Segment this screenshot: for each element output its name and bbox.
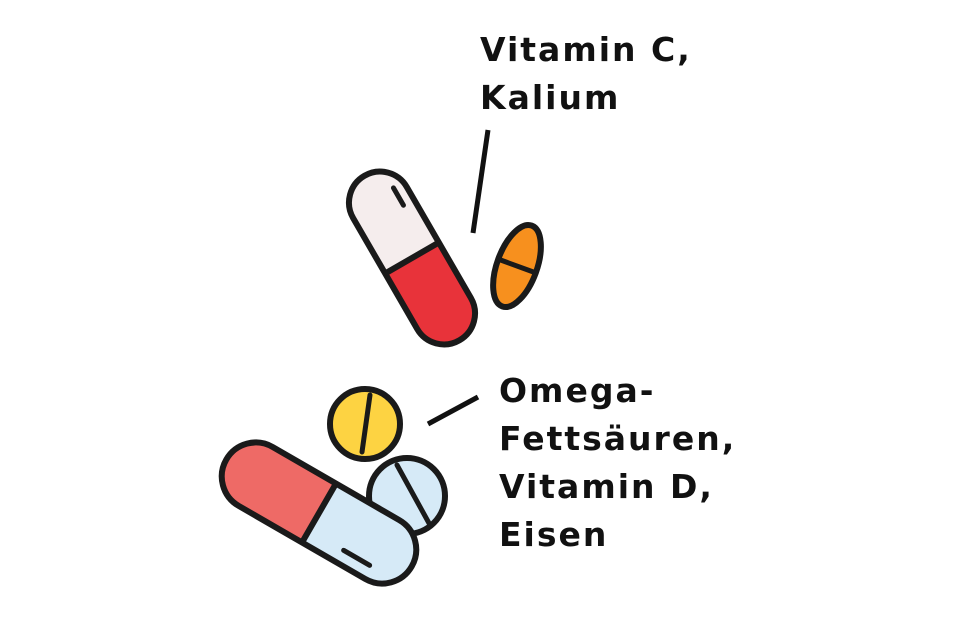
- blue-red-capsule-icon: [218, 439, 420, 587]
- label-line: Kalium: [480, 78, 621, 117]
- label-omega-vitamin-d-eisen: Omega- Fettsäuren, Vitamin D, Eisen: [499, 367, 736, 559]
- red-white-capsule-icon: [346, 168, 478, 348]
- label-line: Vitamin D,: [499, 467, 714, 506]
- pointer-line-top: [470, 129, 491, 234]
- label-line: Eisen: [499, 515, 609, 554]
- label-line: Vitamin C,: [480, 30, 692, 69]
- pointer-line-bottom: [426, 394, 480, 427]
- yellow-round-tablet-icon: [327, 386, 403, 462]
- label-line: Omega-: [499, 371, 656, 410]
- label-vitamin-c-kalium: Vitamin C, Kalium: [480, 26, 692, 122]
- label-line: Fettsäuren,: [499, 419, 737, 458]
- orange-oval-tablet-icon: [490, 222, 544, 310]
